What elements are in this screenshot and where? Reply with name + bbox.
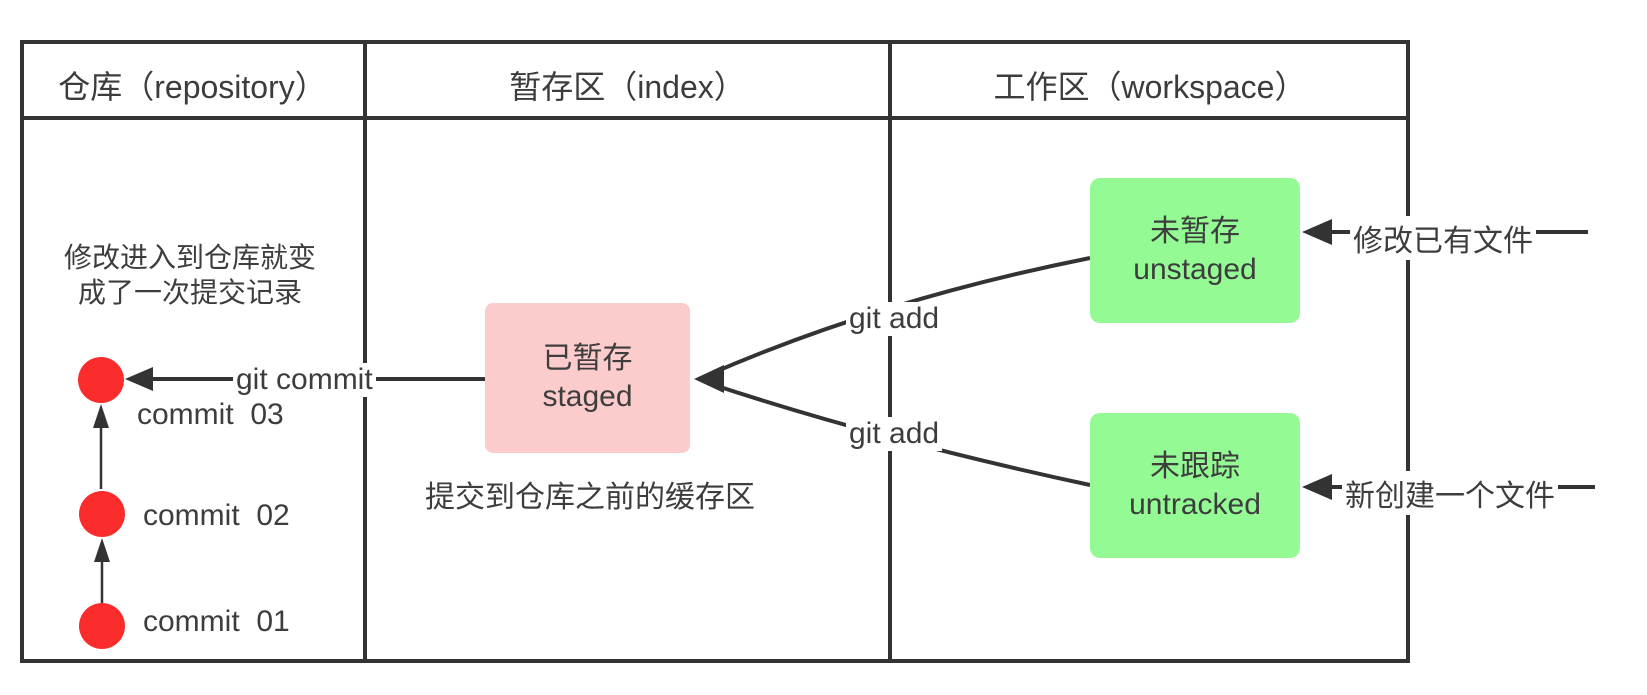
untracked-box-en: untracked — [1129, 487, 1261, 521]
repository-note-line1: 修改进入到仓库就变 — [63, 242, 316, 273]
new-file-arrow-head — [1302, 474, 1332, 500]
modify-existing-file-label: 修改已有文件 — [1350, 216, 1536, 260]
commit-03-label: commit 03 — [137, 398, 284, 431]
commit-dot-02 — [79, 491, 125, 537]
arrow-commit02-to-03-head — [93, 404, 109, 428]
column-header-repository: 仓库（repository） — [58, 69, 327, 105]
table-outline — [20, 40, 1410, 663]
commit-01-label: commit 01 — [143, 605, 290, 638]
header-separator-line — [20, 116, 1410, 120]
modify-file-arrow-head — [1302, 219, 1332, 245]
unstaged-box-cn: 未暂存 — [1150, 214, 1240, 248]
repository-note: 修改进入到仓库就变 成了一次提交记录 — [40, 240, 340, 310]
repository-note-line2: 成了一次提交记录 — [77, 277, 302, 308]
git-add-arrow-head — [694, 365, 724, 393]
staged-box-cn: 已暂存 — [542, 342, 633, 375]
commit-dot-01 — [79, 603, 125, 649]
untracked-box-cn: 未跟踪 — [1150, 449, 1240, 483]
column-header-index: 暂存区（index） — [509, 69, 746, 105]
column-divider-index-workspace — [888, 40, 892, 663]
index-caption: 提交到仓库之前的缓存区 — [425, 481, 755, 514]
commit-02-label: commit 02 — [143, 499, 290, 532]
staged-box-en: staged — [542, 380, 633, 413]
git-add-top-label: git add — [846, 302, 943, 336]
git-commit-label: git commit — [233, 363, 376, 397]
git-commit-arrow-head — [125, 367, 153, 391]
arrow-commit01-to-02-head — [94, 538, 110, 562]
unstaged-box: 未暂存 unstaged — [1090, 178, 1300, 323]
column-divider-repository-index — [363, 40, 367, 663]
column-header-workspace: 工作区（workspace） — [993, 69, 1307, 105]
untracked-box: 未跟踪 untracked — [1090, 413, 1300, 558]
new-file-label: 新创建一个文件 — [1342, 471, 1558, 515]
staged-box: 已暂存 staged — [485, 303, 690, 453]
commit-dot-03 — [78, 357, 124, 403]
unstaged-box-en: unstaged — [1133, 252, 1257, 286]
git-add-bottom-label: git add — [846, 417, 943, 451]
